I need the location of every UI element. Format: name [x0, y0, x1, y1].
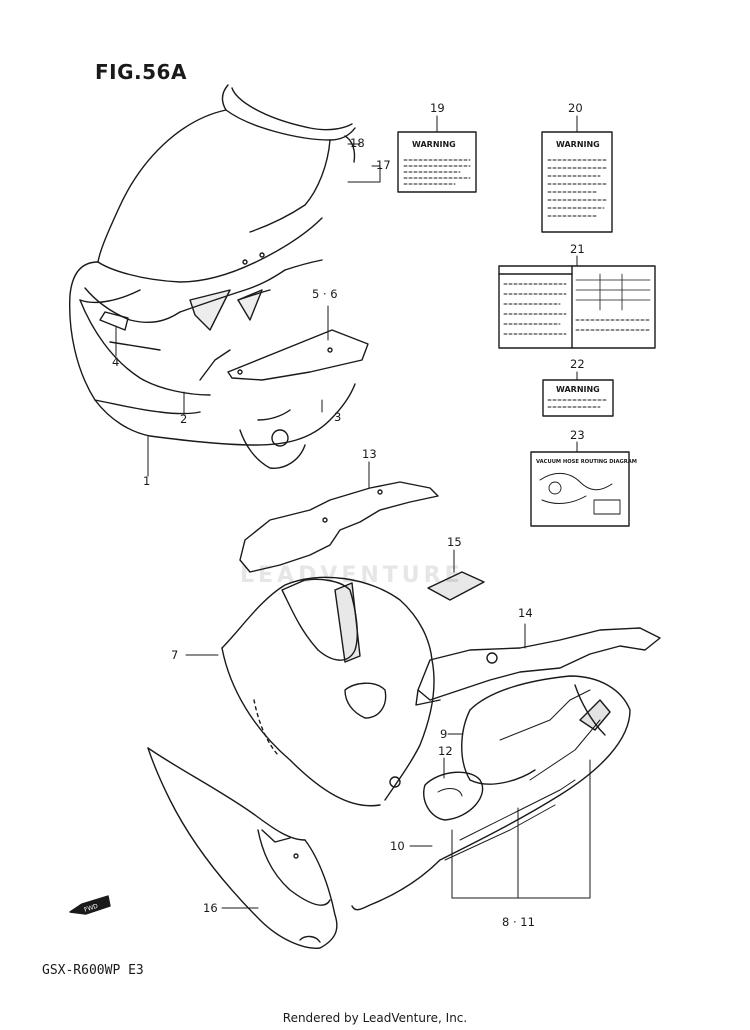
screen-trim[interactable] — [344, 135, 356, 163]
footer-credit: Rendered by LeadVenture, Inc. — [282, 1011, 468, 1025]
callout-20: 20 — [568, 101, 583, 115]
callout-9: 9 — [440, 727, 448, 741]
callout-2: 2 — [180, 412, 188, 426]
callout-3: 3 — [334, 410, 342, 424]
fwd-text: FWD — [83, 903, 99, 914]
callout-1: 1 — [143, 474, 151, 488]
page-title: FIG.56A — [95, 60, 187, 84]
cushion-pad-15[interactable] — [427, 571, 485, 601]
warning-text-20: WARNING — [556, 140, 600, 149]
vacuum-text-23: VACUUM HOSE ROUTING DIAGRAM — [536, 459, 637, 465]
side-cover-13[interactable] — [239, 481, 439, 573]
callout-16: 16 — [203, 901, 218, 915]
warning-label-22[interactable] — [542, 379, 614, 417]
tire-label-21[interactable] — [498, 265, 656, 349]
upper-cowling[interactable] — [69, 84, 356, 469]
callout-21: 21 — [570, 242, 585, 256]
callout-13: 13 — [362, 447, 377, 461]
callout-14: 14 — [518, 606, 533, 620]
callout-19: 19 — [430, 101, 445, 115]
callout-8-11: 8 · 11 — [502, 915, 535, 929]
callout-12: 12 — [438, 744, 453, 758]
fwd-arrow-icon — [69, 895, 111, 915]
callout-15: 15 — [447, 535, 462, 549]
vacuum-label-23[interactable] — [530, 451, 630, 527]
model-code: GSX-R600WP E3 — [42, 963, 144, 978]
warning-text-19: WARNING — [412, 140, 456, 149]
callout-5-6: 5 · 6 — [312, 287, 338, 301]
under-cowl-16[interactable] — [147, 747, 338, 949]
callout-23: 23 — [570, 428, 585, 442]
callout-18: 18 — [350, 136, 365, 150]
callout-7: 7 — [171, 648, 179, 662]
callout-17: 17 — [376, 158, 391, 172]
cowling-brace[interactable] — [227, 329, 369, 381]
side-cowling-7[interactable] — [221, 576, 435, 807]
inner-panel-14[interactable] — [415, 627, 661, 706]
callout-22: 22 — [570, 357, 585, 371]
callout-4: 4 — [112, 355, 120, 369]
warning-text-22: WARNING — [556, 385, 600, 394]
lower-cowling-10[interactable] — [351, 675, 631, 911]
leader-lines — [115, 115, 591, 909]
callout-10: 10 — [390, 839, 405, 853]
